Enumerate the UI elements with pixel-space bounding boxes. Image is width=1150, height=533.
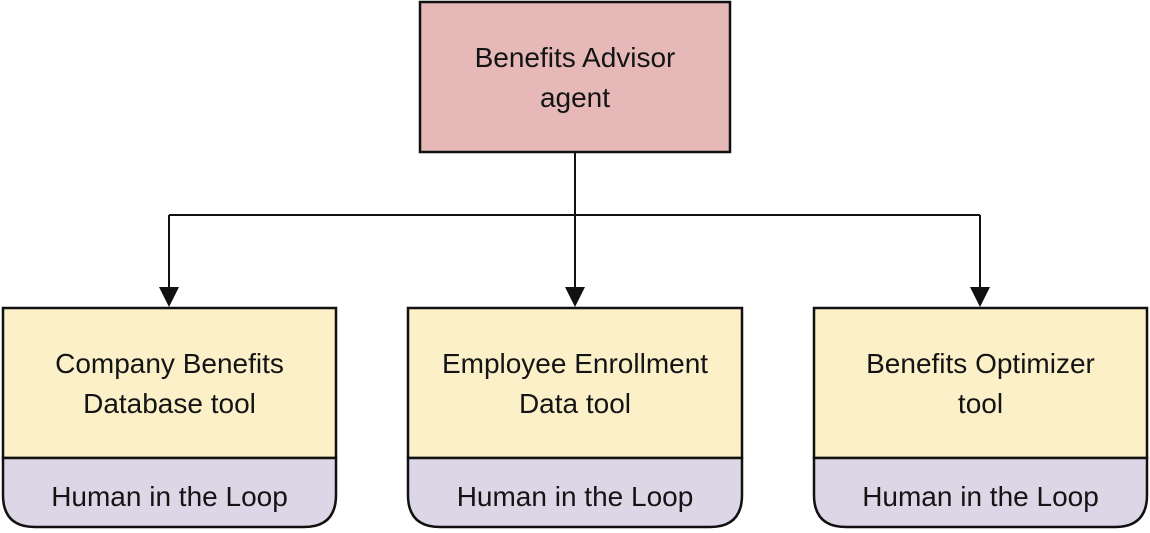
connector-lines [159,151,990,307]
agent-node: Benefits Advisor agent [418,0,732,154]
tool-node-company-benefits: Company Benefits Database tool Human in … [1,306,338,529]
tool-title-line-2: Database tool [83,388,256,419]
tool-title-line-2: tool [958,388,1003,419]
tool-title-line-1: Benefits Optimizer [866,348,1095,379]
agent-title-line-2: agent [540,82,610,113]
tool-title-line-1: Company Benefits [55,348,284,379]
tool-box-company-benefits [1,306,338,460]
tool-node-benefits-optimizer: Benefits Optimizer tool Human in the Loo… [812,306,1149,529]
tool-title-line-2: Data tool [519,388,631,419]
hitl-box-company-benefits [1,456,338,529]
agent-box [418,0,732,154]
hitl-label: Human in the Loop [862,481,1099,512]
hitl-label: Human in the Loop [457,481,694,512]
tool-title-line-1: Employee Enrollment [442,348,708,379]
tool-box-benefits-optimizer [812,306,1149,460]
tool-box-employee-enrollment [406,306,744,460]
tool-node-employee-enrollment: Employee Enrollment Data tool Human in t… [406,306,744,529]
hitl-box-employee-enrollment [406,456,744,529]
agent-title-line-1: Benefits Advisor [475,42,676,73]
hitl-label: Human in the Loop [51,481,288,512]
hitl-box-benefits-optimizer [812,456,1149,529]
